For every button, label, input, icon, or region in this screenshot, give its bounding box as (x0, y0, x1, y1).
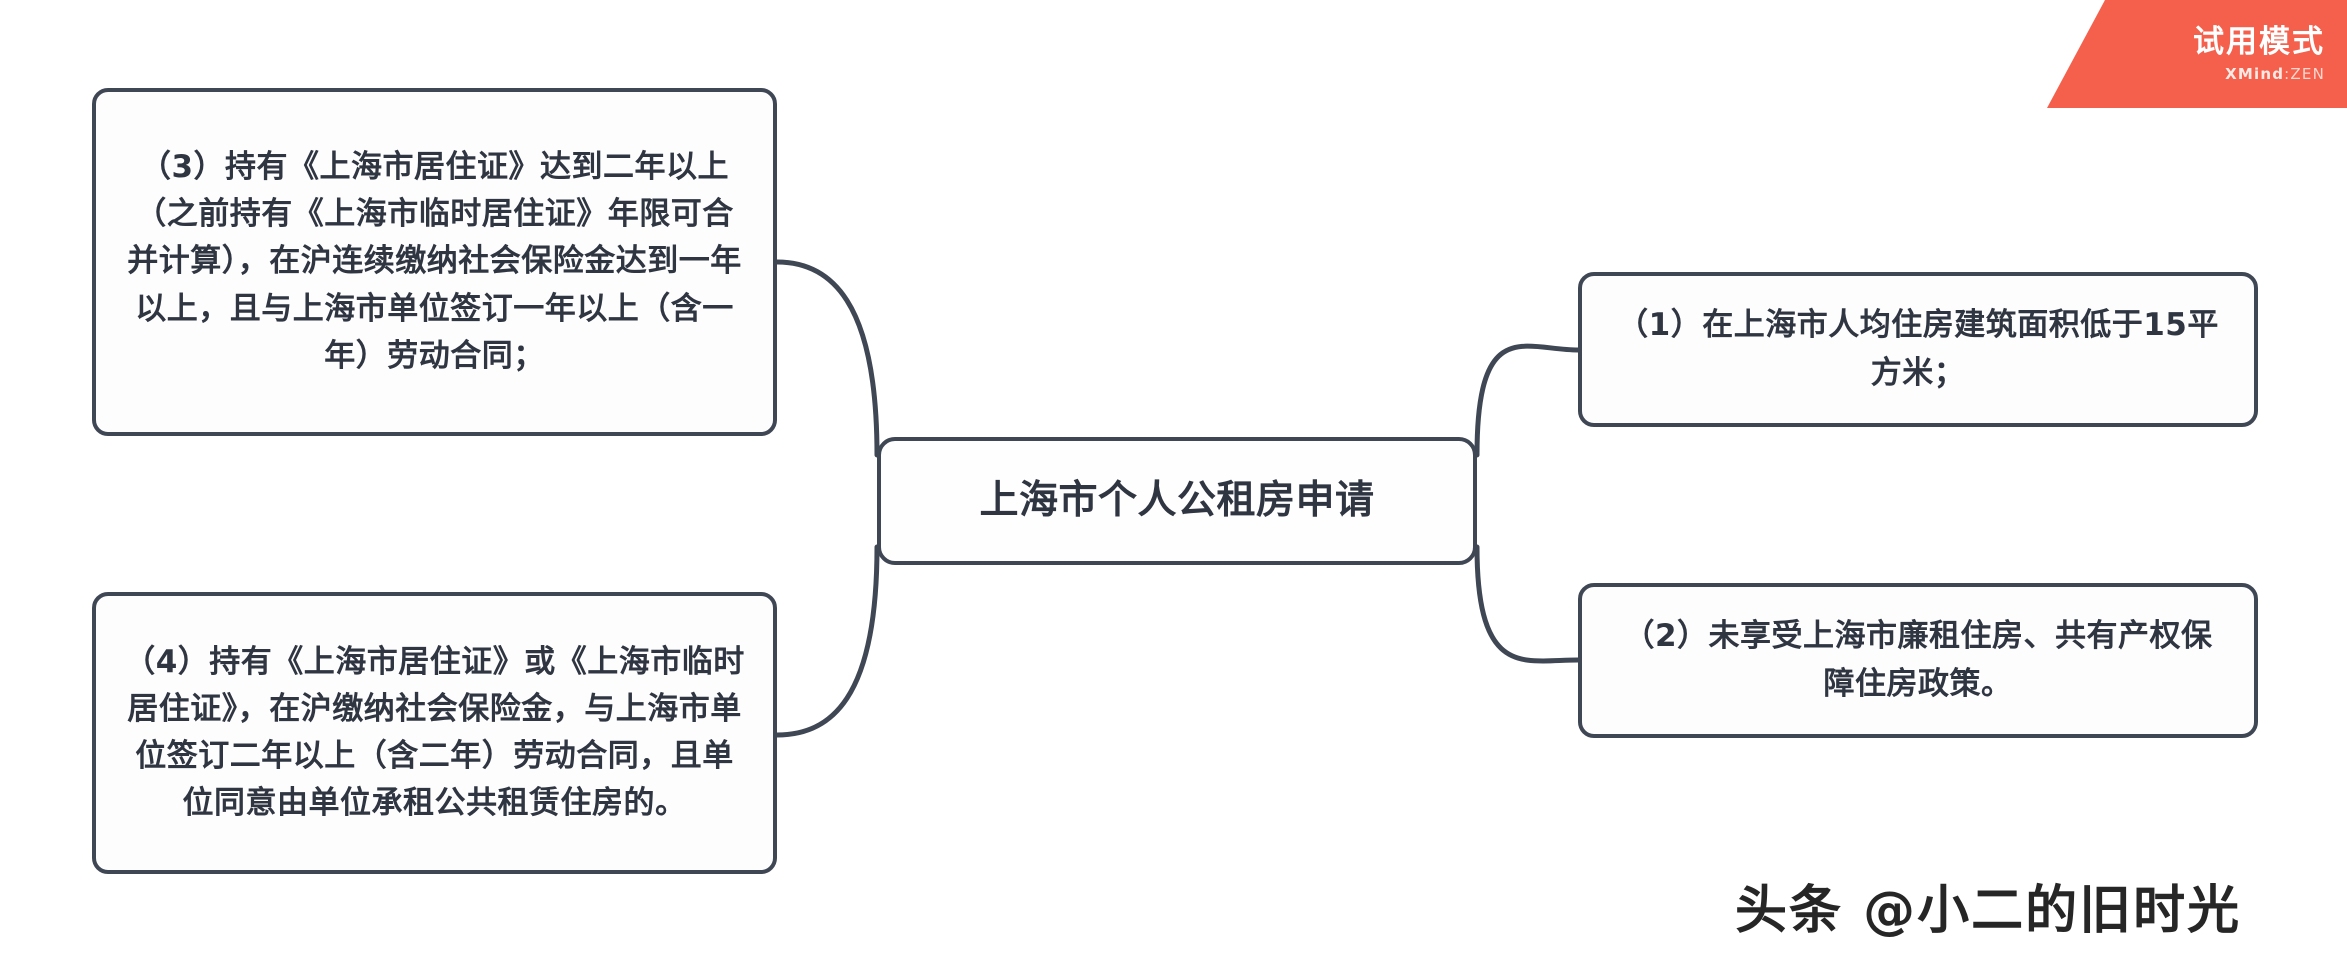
mindmap-node-branch-2-label: （2）未享受上海市廉租住房、共有产权保障住房政策。 (1623, 618, 2213, 702)
author-watermark: 头条 @小二的旧时光 (1735, 881, 2242, 941)
product-name-bold: XMind (2225, 65, 2285, 84)
product-name-separator: : (2284, 65, 2291, 84)
trial-mode-badge[interactable]: 试用模式 XMind:ZEN (2047, 0, 2347, 108)
mindmap-node-branch-4-label: （4）持有《上海市居住证》或《上海市临时居住证》，在沪缴纳社会保险金，与上海市单… (124, 643, 745, 822)
mindmap-node-root-label: 上海市个人公租房申请 (979, 477, 1375, 523)
product-name-light: ZEN (2290, 65, 2325, 84)
connector-root-to-b3 (774, 259, 880, 458)
mindmap-node-branch-1-label: （1）在上海市人均住房建筑面积低于15平方米； (1617, 307, 2219, 391)
mindmap-node-branch-2[interactable]: （2）未享受上海市廉租住房、共有产权保障住房政策。 (1578, 583, 2258, 738)
mindmap-node-root[interactable]: 上海市个人公租房申请 (877, 437, 1477, 565)
product-name: XMind:ZEN (2225, 65, 2325, 83)
mindmap-node-branch-3-label: （3）持有《上海市居住证》达到二年以上（之前持有《上海市临时居住证》年限可合并计… (127, 149, 742, 374)
connector-root-to-b1 (1474, 343, 1581, 458)
connector-root-to-b4 (774, 544, 880, 738)
trial-mode-label: 试用模式 (2193, 23, 2325, 60)
mindmap-node-branch-3[interactable]: （3）持有《上海市居住证》达到二年以上（之前持有《上海市临时居住证》年限可合并计… (92, 88, 777, 436)
mindmap-node-branch-1[interactable]: （1）在上海市人均住房建筑面积低于15平方米； (1578, 272, 2258, 427)
mindmap-node-branch-4[interactable]: （4）持有《上海市居住证》或《上海市临时居住证》，在沪缴纳社会保险金，与上海市单… (92, 592, 777, 874)
connector-root-to-b2 (1474, 544, 1581, 664)
